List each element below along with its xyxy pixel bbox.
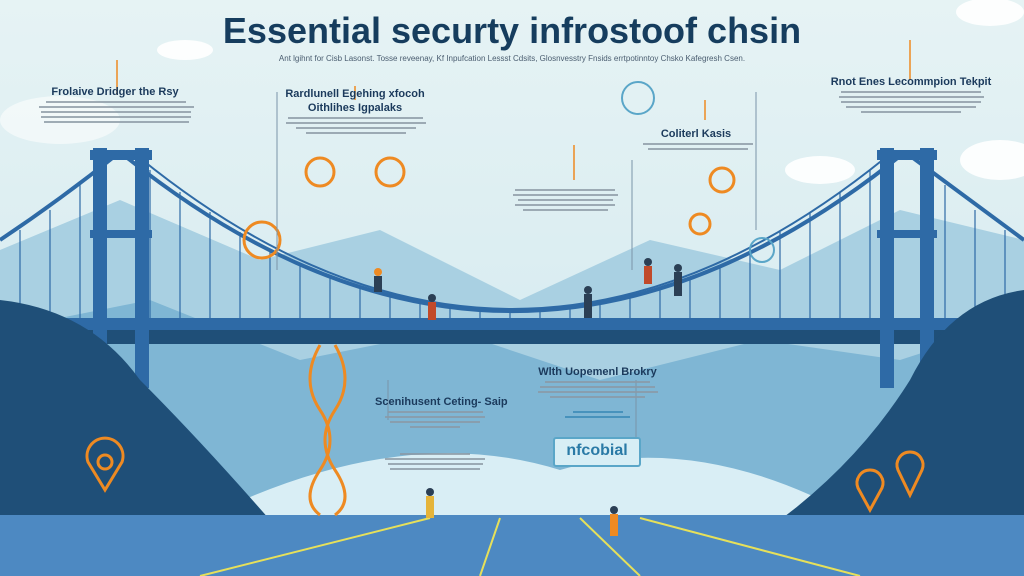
section-heading: Rardlunell Egehing xfocoh <box>285 88 425 100</box>
road <box>0 515 1024 576</box>
cliffs <box>0 290 1024 520</box>
section-heading: Oithlihes Igpalaks <box>307 102 403 114</box>
suspenders <box>19 170 1006 322</box>
info-badge: nfcobial <box>553 437 641 467</box>
section-body-text <box>283 114 428 137</box>
section-body-text <box>640 140 755 153</box>
people <box>374 258 682 536</box>
bridge <box>0 150 1024 322</box>
section-body-text <box>380 450 490 473</box>
section-body-text <box>510 186 620 214</box>
distant-mountains <box>0 200 1024 520</box>
location-pin-icons <box>85 436 925 514</box>
subtitle: Ant lgihnt for Cisb Lasonst. Tosse revee… <box>278 54 746 63</box>
towers <box>90 148 937 388</box>
section-body-text <box>535 378 660 401</box>
section-body-text <box>380 408 490 431</box>
orange-markers <box>116 40 911 180</box>
leader-lines <box>276 92 757 450</box>
gear-icons <box>242 156 736 260</box>
page-title: Essential securty infrostoof chsin <box>222 10 802 51</box>
section-heading: Scenihusent Ceting- Saip <box>375 396 508 408</box>
section-heading: Wlth Uopemenl Brokry <box>538 366 657 378</box>
section-heading: Frolaive Dridger the Rsy <box>51 86 179 98</box>
shield-icon <box>621 81 775 263</box>
deck <box>0 318 1024 344</box>
section-body-text <box>560 408 635 421</box>
section-body-text <box>36 98 196 126</box>
orange-rope <box>308 344 347 517</box>
section-heading: Rnot Enes Lecommpion Tekpit <box>830 76 992 88</box>
section-body-text <box>836 88 986 116</box>
section-heading: Coliterl Kasis <box>660 128 732 140</box>
clouds <box>0 0 1024 184</box>
